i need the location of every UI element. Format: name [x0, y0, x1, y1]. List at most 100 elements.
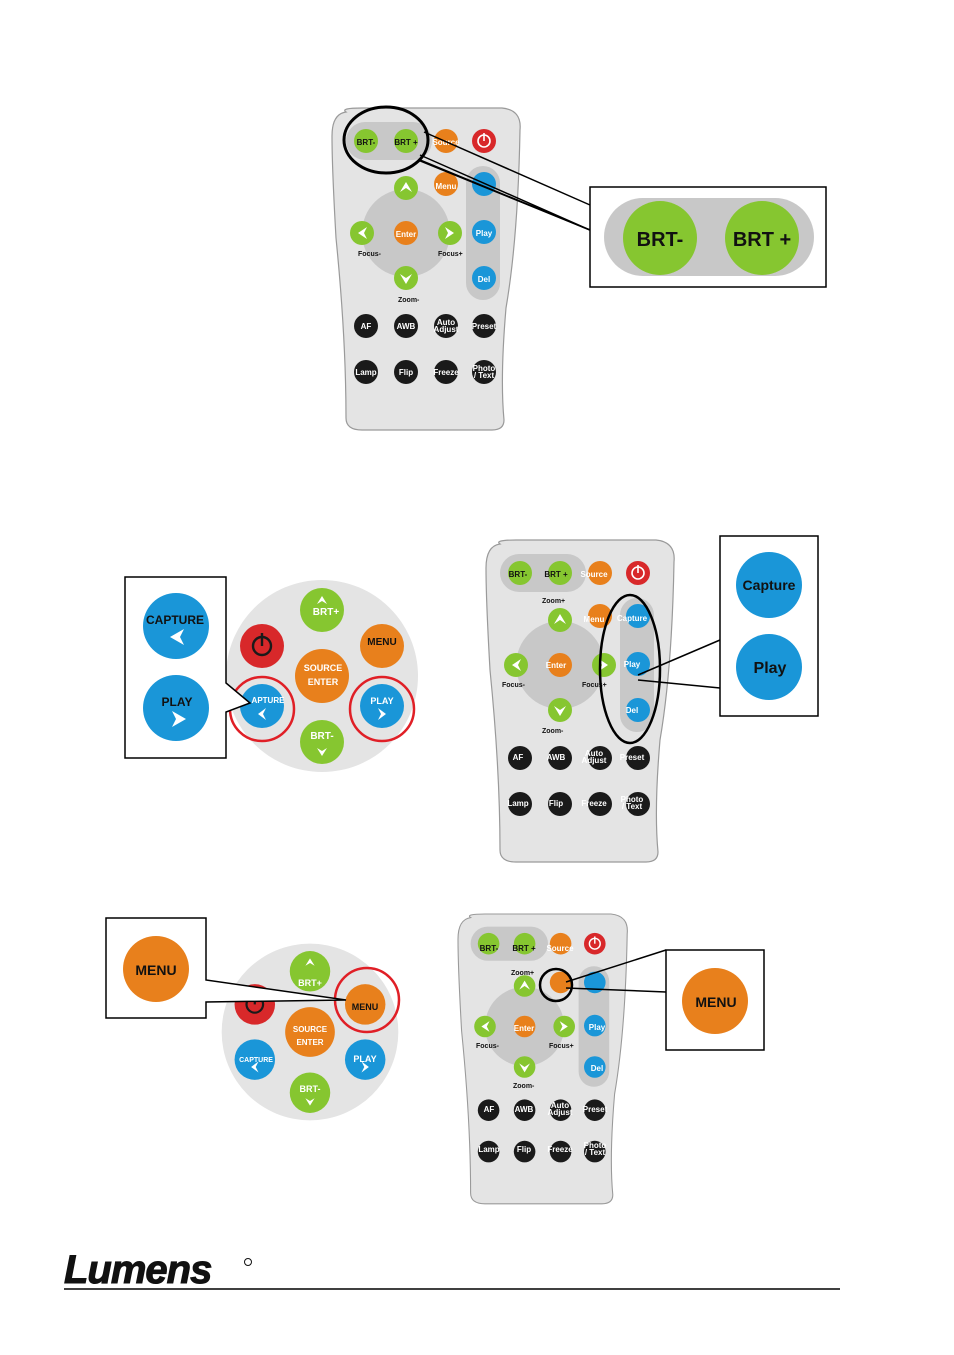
panel-capture-2: CAPTURE: [239, 1057, 273, 1064]
btn-play-3: Play: [589, 1023, 606, 1032]
panel-play: PLAY: [370, 696, 393, 706]
btn-play-2: Play: [624, 660, 641, 669]
panel-menu-2: MENU: [352, 1002, 379, 1012]
highlight-circle-play: [348, 675, 416, 743]
panel-capture-partial: APTURE: [252, 696, 286, 705]
callout-brt-minus: BRT-: [637, 229, 684, 251]
btn-af-3: AF: [484, 1105, 495, 1114]
btn-adjust-3: Adjust: [548, 1108, 573, 1117]
btn-enter: Enter: [396, 230, 416, 239]
callout-brt: BRT- BRT +: [589, 186, 827, 288]
highlight-ellipse-capture-play: [598, 593, 662, 745]
btn-preset-2: Preset: [620, 753, 645, 762]
panel-enter: ENTER: [308, 677, 339, 687]
remote-middle: [485, 539, 675, 863]
label-focus-plus: Focus+: [438, 251, 463, 258]
btn-menu-2: Menu: [584, 615, 605, 624]
btn-text: / Text: [474, 371, 495, 380]
btn-freeze: Freeze: [433, 368, 459, 377]
btn-freeze-3: Freeze: [547, 1145, 573, 1154]
callout-menu-remote: MENU: [665, 949, 765, 1051]
label-focus-plus-3: Focus+: [549, 1043, 574, 1050]
panel-brt-plus: BRT+: [313, 607, 340, 618]
btn-menu: Menu: [436, 182, 457, 191]
btn-lamp-2: Lamp: [507, 799, 528, 808]
btn-photo-2: Photo: [621, 795, 644, 804]
remote-bottom-labels: BRT- BRT + Source Zoom+ Play Del Enter F…: [476, 944, 608, 1157]
label-focus-minus: Focus-: [358, 251, 382, 258]
btn-awb-3: AWB: [515, 1105, 534, 1114]
label-zoom-minus-3: Zoom-: [513, 1083, 535, 1090]
callout-panel-play: PLAY: [162, 695, 193, 709]
footer-logo: Lumens: [64, 1248, 252, 1293]
label-zoom-plus-2: Zoom+: [542, 598, 565, 605]
panel-source-2: SOURCE: [293, 1025, 328, 1034]
panel-brt-minus: BRT-: [310, 731, 333, 742]
callout-capture: Capture: [743, 577, 796, 593]
btn-brt-plus-3: BRT +: [512, 944, 536, 953]
btn-capture-2: Capture: [617, 614, 648, 623]
callout-capture-play: CAPTURE PLAY: [124, 576, 252, 759]
panel-source: SOURCE: [304, 663, 343, 673]
remote-middle-labels: BRT- BRT + Source Zoom+ Menu Capture Pla…: [502, 570, 648, 811]
highlight-ellipse-brt: [342, 105, 430, 175]
label-zoom-plus-3: Zoom+: [511, 970, 534, 977]
btn-auto-3: Auto: [551, 1101, 569, 1110]
btn-brt-minus: BRT-: [357, 138, 376, 147]
panel-play-2: PLAY: [353, 1054, 376, 1064]
btn-brt-plus-2: BRT +: [544, 570, 568, 579]
btn-auto-2: Auto: [585, 749, 603, 758]
label-focus-plus-2: Focus+: [582, 682, 607, 689]
btn-text-3: / Text: [585, 1148, 606, 1157]
btn-source-2: Source: [580, 570, 608, 579]
panel-brt-minus-2: BRT-: [300, 1084, 321, 1094]
btn-brt-plus: BRT +: [394, 138, 418, 147]
btn-text-2: / Text: [622, 802, 643, 811]
remote-bottom: [457, 913, 629, 1205]
highlight-circle-menu-remote: [538, 967, 574, 1003]
btn-flip: Flip: [399, 368, 413, 377]
btn-photo-3: Photo: [584, 1141, 607, 1150]
btn-awb: AWB: [397, 322, 416, 331]
btn-adjust: Adjust: [434, 325, 459, 334]
remote-top: [331, 107, 521, 431]
callout-panel-capture: CAPTURE: [146, 613, 204, 627]
btn-lamp-3: Lamp: [478, 1145, 499, 1154]
btn-flip-2: Flip: [549, 799, 563, 808]
btn-awb-2: AWB: [547, 753, 566, 762]
callout-play: Play: [754, 660, 787, 677]
callout-brt-plus: BRT +: [733, 229, 791, 251]
btn-enter-2: Enter: [546, 661, 566, 670]
label-focus-minus-2: Focus-: [502, 682, 526, 689]
btn-preset: Preset: [472, 322, 497, 331]
btn-freeze-2: Freeze: [581, 799, 607, 808]
lumens-logo: Lumens: [64, 1248, 211, 1292]
btn-source-3: Source: [546, 944, 574, 953]
label-zoom-minus: Zoom-: [398, 297, 420, 304]
btn-af: AF: [361, 322, 372, 331]
btn-flip-3: Flip: [517, 1145, 531, 1154]
btn-del-3: Del: [591, 1064, 603, 1073]
btn-del: Del: [478, 275, 490, 284]
panel-brt-plus-2: BRT+: [298, 978, 322, 988]
panel-bottom-labels: BRT+ BRT- MENU SOURCE ENTER CAPTURE PLAY: [239, 978, 378, 1094]
label-focus-minus-3: Focus-: [476, 1043, 500, 1050]
btn-brt-minus-3: BRT-: [480, 944, 499, 953]
btn-play: Play: [476, 229, 493, 238]
btn-del-2: Del: [626, 706, 638, 715]
btn-auto: Auto: [437, 318, 455, 327]
panel-middle-labels: BRT+ BRT- MENU SOURCE ENTER APTURE PLAY: [252, 607, 397, 742]
panel-enter-2: ENTER: [296, 1038, 323, 1047]
btn-af-2: AF: [513, 753, 524, 762]
btn-enter-3: Enter: [514, 1024, 534, 1033]
btn-adjust-2: Adjust: [582, 756, 607, 765]
btn-brt-minus-2: BRT-: [509, 570, 528, 579]
btn-preset-3: Preset: [583, 1105, 608, 1114]
callout-menu-panel: MENU: [105, 917, 347, 1019]
callout-capture-play-remote: Capture Play: [719, 535, 819, 717]
label-zoom-minus-2: Zoom-: [542, 728, 564, 735]
btn-photo: Photo: [473, 364, 496, 373]
panel-menu: MENU: [367, 637, 396, 648]
btn-lamp: Lamp: [355, 368, 376, 377]
